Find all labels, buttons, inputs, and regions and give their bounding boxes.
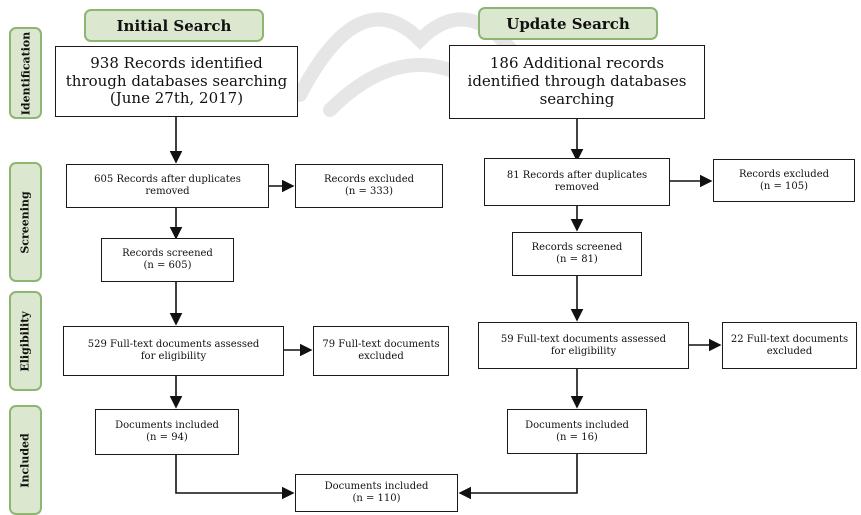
initial-documents-included: Documents included (n = 94) [95, 409, 239, 455]
update-records-identified: 186 Additional records identified throug… [449, 45, 705, 119]
phase-identification: Identification [9, 27, 42, 119]
phase-screening: Screening [9, 162, 42, 282]
update-fulltext-excluded: 22 Full-text documents excluded [722, 322, 857, 369]
initial-records-excluded: Records excluded (n = 333) [295, 164, 443, 208]
total-documents-included: Documents included (n = 110) [295, 474, 458, 512]
initial-records-identified: 938 Records identified through databases… [55, 46, 298, 117]
phase-eligibility: Eligibility [9, 291, 42, 391]
initial-records-screened: Records screened (n = 605) [101, 238, 234, 282]
initial-fulltext-excluded: 79 Full-text documents excluded [313, 326, 449, 376]
initial-fulltext-assessed: 529 Full-text documents assessed for eli… [63, 326, 284, 376]
phase-included: Included [9, 405, 42, 515]
update-records-screened: Records screened (n = 81) [512, 232, 642, 276]
update-after-duplicates: 81 Records after duplicates removed [484, 158, 670, 206]
update-fulltext-assessed: 59 Full-text documents assessed for elig… [478, 322, 689, 369]
update-records-excluded: Records excluded (n = 105) [713, 159, 855, 202]
initial-search-header: Initial Search [84, 9, 264, 42]
initial-after-duplicates: 605 Records after duplicates removed [66, 164, 269, 208]
update-documents-included: Documents included (n = 16) [507, 409, 647, 454]
update-search-header: Update Search [478, 7, 658, 40]
